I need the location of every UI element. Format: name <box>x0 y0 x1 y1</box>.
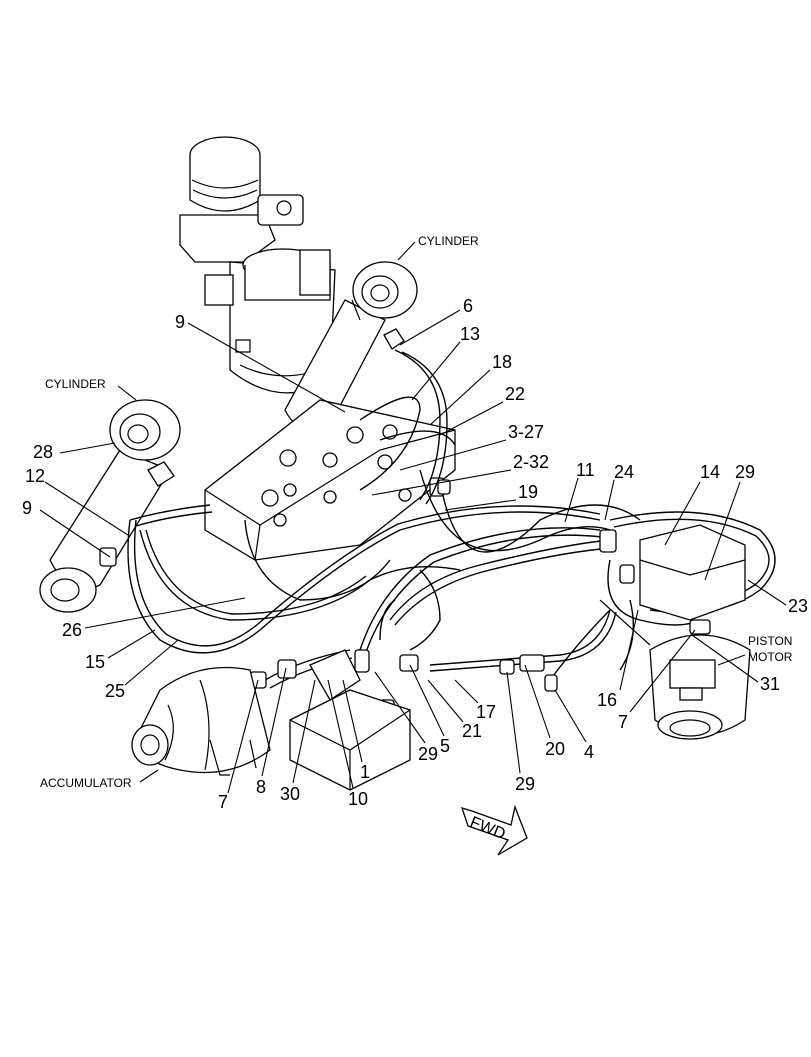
piston-motor-assembly <box>599 524 751 740</box>
callout-4: 4 <box>584 742 594 762</box>
accumulator-label: ACCUMULATOR <box>40 776 132 790</box>
callout-12: 12 <box>25 466 45 486</box>
callout-13: 13 <box>460 324 480 344</box>
callout-1: 1 <box>360 762 370 782</box>
callout-24: 24 <box>614 462 634 482</box>
callout-7-left: 7 <box>218 792 228 812</box>
piston-motor-label-2: MOTOR <box>748 650 793 664</box>
callout-19: 19 <box>518 482 538 502</box>
piston-motor-label-1: PISTON <box>748 634 792 648</box>
callout-15: 15 <box>85 652 105 672</box>
accumulator-assembly <box>131 649 411 791</box>
callout-7-right: 7 <box>618 712 628 732</box>
callout-22: 22 <box>505 384 525 404</box>
callout-29-lower: 29 <box>515 774 535 794</box>
callout-5: 5 <box>440 736 450 756</box>
pump-filter-assembly <box>179 136 336 394</box>
callout-23: 23 <box>788 596 808 616</box>
callout-9-left: 9 <box>22 498 32 518</box>
callout-18: 18 <box>492 352 512 372</box>
callouts: 6 9 13 18 22 3-27 2-32 19 11 24 14 29 <box>22 296 808 812</box>
callout-6: 6 <box>463 296 473 316</box>
callout-17: 17 <box>476 702 496 722</box>
callout-25: 25 <box>105 681 125 701</box>
component-labels: CYLINDER CYLINDER ACCUMULATOR PISTON MOT… <box>40 234 793 790</box>
cylinder-upper-label: CYLINDER <box>418 234 479 248</box>
fwd-arrow: FWD <box>460 804 528 856</box>
callout-14: 14 <box>700 462 720 482</box>
upper-cylinder <box>284 261 418 431</box>
cylinder-left-label: CYLINDER <box>45 377 106 391</box>
callout-31: 31 <box>760 674 780 694</box>
callout-2-32: 2-32 <box>513 452 549 472</box>
callout-10: 10 <box>348 789 368 809</box>
callout-11: 11 <box>576 460 595 480</box>
callout-16: 16 <box>597 690 617 710</box>
callout-29-top: 29 <box>735 462 755 482</box>
callout-26: 26 <box>62 620 82 640</box>
callout-29-center: 29 <box>418 744 438 764</box>
callout-30: 30 <box>280 784 300 804</box>
callout-8: 8 <box>256 777 266 797</box>
callout-21: 21 <box>462 721 482 741</box>
callout-28: 28 <box>33 442 53 462</box>
callout-9-top: 9 <box>175 312 185 332</box>
left-cylinder <box>39 399 181 613</box>
callout-3-27: 3-27 <box>508 422 544 442</box>
callout-20: 20 <box>545 739 565 759</box>
control-valve <box>204 399 456 561</box>
